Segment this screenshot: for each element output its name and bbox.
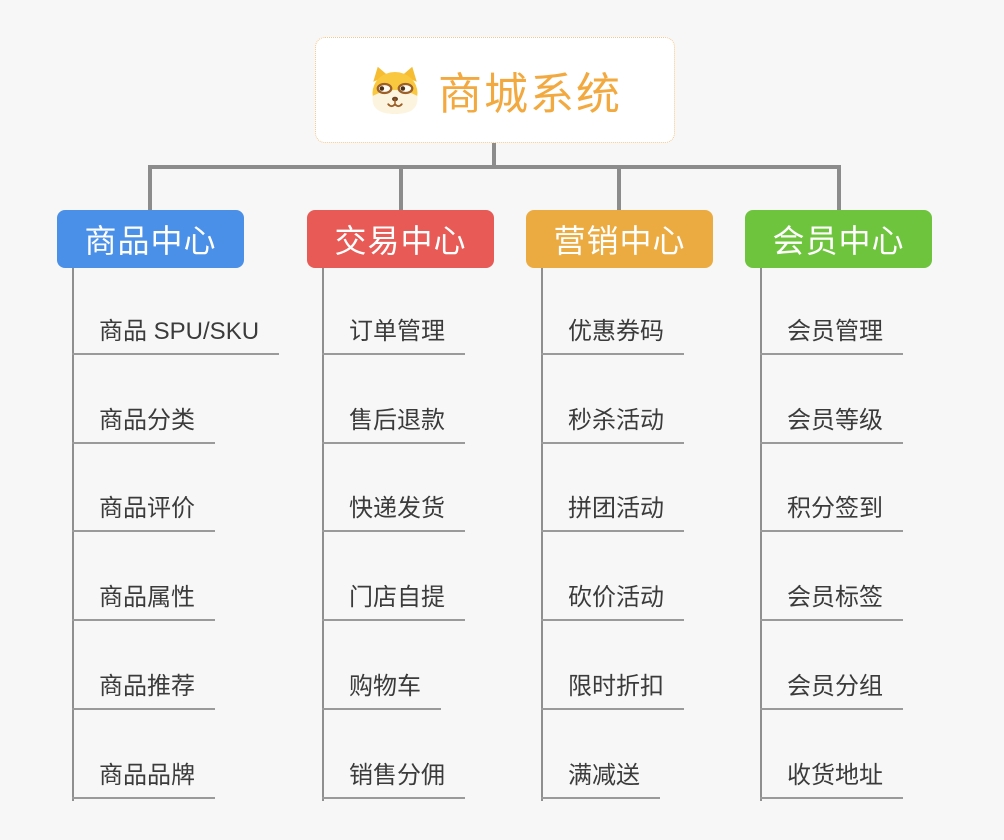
branch-node-marketing-center[interactable]: 营销中心	[526, 210, 713, 268]
branch-node-product-center[interactable]: 商品中心	[57, 210, 244, 268]
connector-drop-branch-2	[399, 165, 403, 210]
topic-node[interactable]: 积分签到	[760, 492, 903, 532]
branch-trunk-line-4	[760, 268, 762, 801]
topic-node[interactable]: 秒杀活动	[541, 404, 684, 444]
topic-node[interactable]: 商品 SPU/SKU	[72, 315, 280, 355]
topic-node[interactable]: 拼团活动	[541, 492, 684, 532]
connector-drop-branch-1	[148, 165, 152, 210]
topic-node[interactable]: 商品品牌	[72, 759, 215, 799]
topic-node[interactable]: 砍价活动	[541, 581, 684, 621]
topic-node[interactable]: 门店自提	[322, 581, 465, 621]
topic-node[interactable]: 优惠券码	[541, 315, 684, 355]
topic-node[interactable]: 商品属性	[72, 581, 215, 621]
connector-drop-branch-4	[837, 165, 841, 210]
branch-trunk-line-2	[322, 268, 324, 801]
topic-node[interactable]: 限时折扣	[541, 670, 684, 710]
topic-node[interactable]: 购物车	[322, 670, 441, 710]
topic-node[interactable]: 收货地址	[760, 759, 903, 799]
branch-node-trade-center[interactable]: 交易中心	[307, 210, 494, 268]
topic-node[interactable]: 售后退款	[322, 404, 465, 444]
topic-node[interactable]: 商品评价	[72, 492, 215, 532]
topic-node[interactable]: 订单管理	[322, 315, 465, 355]
topic-node[interactable]: 商品分类	[72, 404, 215, 444]
topic-node[interactable]: 会员管理	[760, 315, 903, 355]
connector-bus	[148, 165, 840, 169]
topic-node[interactable]: 快递发货	[322, 492, 465, 532]
topic-node[interactable]: 满减送	[541, 759, 660, 799]
connector-drop-branch-3	[617, 165, 621, 210]
topic-node[interactable]: 会员分组	[760, 670, 903, 710]
topic-node[interactable]: 商品推荐	[72, 670, 215, 710]
topic-node[interactable]: 会员标签	[760, 581, 903, 621]
root-topic-title: 商城系统	[438, 70, 622, 119]
branch-trunk-line-1	[72, 268, 74, 801]
branch-trunk-line-3	[541, 268, 543, 801]
dog-face-icon	[372, 66, 418, 114]
root-topic-node[interactable]: 商城系统	[315, 37, 675, 143]
branch-node-member-center[interactable]: 会员中心	[745, 210, 932, 268]
topic-node[interactable]: 销售分佣	[322, 759, 465, 799]
connector-root-stub	[492, 143, 496, 169]
topic-node[interactable]: 会员等级	[760, 404, 903, 444]
